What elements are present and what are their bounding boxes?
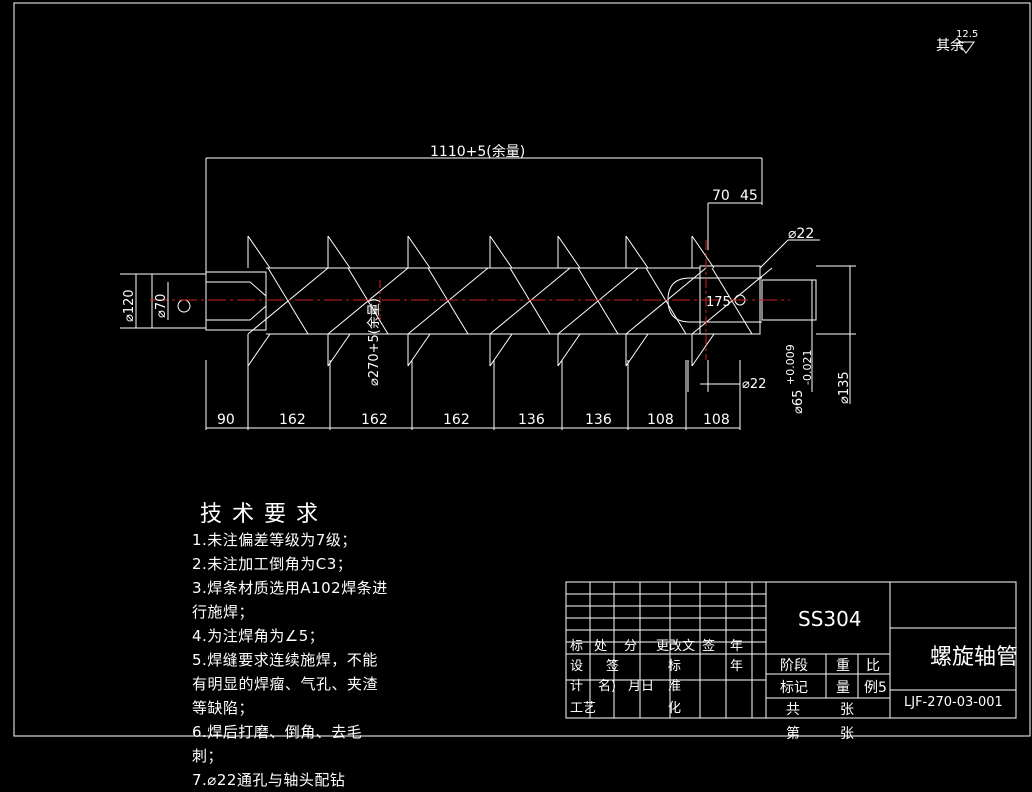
drawing-number: LJF-270-03-001 [904, 695, 1003, 710]
tb-gong: 共 [786, 702, 800, 718]
dim-phi22-top: ⌀22 [788, 226, 814, 242]
segment-dimensions [205, 360, 741, 430]
tb-fen: 分 [624, 639, 637, 654]
flight-diag-1 [347, 267, 389, 335]
tb-she: 设 [570, 659, 583, 674]
tb-li5: 例5 [864, 680, 887, 696]
dim-phi65-tol-dn: -0.021 [801, 350, 814, 385]
tb-zhang2: 张 [840, 726, 854, 742]
flight-diag-6 [711, 267, 753, 335]
tech-line: 1.未注偏差等级为7级； [192, 531, 357, 549]
segment-label-4: 136 [518, 412, 545, 428]
tech-line: 4.为注焊角为∠5； [192, 627, 325, 645]
tech-line: 5.焊缝要求连续施焊，不能有明显的焊瘤、气孔、夹渣等缺陷； [192, 651, 379, 717]
helical-flights [247, 235, 773, 367]
tb-zhun: 准 [668, 679, 681, 694]
segment-label-7: 108 [703, 412, 730, 428]
dim-phi270: ⌀270+5(余量) [366, 298, 382, 386]
flight-diag-4 [577, 267, 619, 335]
tb-yue: 月日 [628, 679, 654, 694]
right-diameter-dims [687, 265, 856, 404]
tech-line: 2.未注加工倒角为C3； [192, 555, 353, 573]
tb-liang: 量 [836, 680, 850, 696]
tb-bili: 比 [866, 658, 880, 674]
segment-label-2: 162 [361, 412, 388, 428]
tb-biao: 标 [570, 639, 583, 654]
tb-jieduan: 阶段 [780, 658, 808, 674]
dim-phi65-tol-up: +0.009 [784, 344, 797, 385]
dim-phi120: ⌀120 [122, 289, 137, 322]
tb-di: 第 [786, 725, 800, 742]
top-small-dims [707, 202, 762, 250]
tech-requirements-title: 技术要求 [200, 502, 329, 527]
segment-label-3: 162 [443, 412, 470, 428]
flight-diag-2 [427, 267, 469, 335]
roughness-symbol: 其余 12.5 [936, 29, 978, 54]
tech-line: 6.焊后打磨、倒角、去毛刺； [192, 723, 363, 765]
tb-qian: 签 [702, 638, 715, 654]
tb-nian: 年 [730, 639, 743, 654]
tb-ji: 计 [570, 679, 583, 694]
main-tube [266, 267, 700, 335]
overall-dimension [205, 157, 763, 282]
tb-qianzi: 签 [606, 658, 619, 674]
dim-45: 45 [740, 188, 758, 204]
tb-chu: 处 [594, 639, 607, 654]
cad-drawing: 其余 12.5 1110+5(余量) 70 45 ⌀22 [13, 2, 1031, 742]
tb-genggai: 更改文 [656, 639, 695, 654]
tb-biaoji: 标记 [780, 680, 808, 696]
roughness-value: 12.5 [956, 29, 978, 40]
title-block [565, 581, 1017, 719]
dim-phi22-bottom: ⌀22 [742, 377, 766, 392]
flight-diag-5 [645, 267, 687, 335]
dim-phi135: ⌀135 [837, 371, 852, 404]
tb-gongyi: 工艺 [570, 701, 596, 716]
dim-phi70: ⌀70 [154, 294, 169, 318]
tb-hua: 化 [668, 701, 681, 716]
segment-label-5: 136 [585, 412, 612, 428]
dim-175: 175 [706, 295, 731, 310]
segment-label-0: 90 [217, 412, 235, 428]
tech-requirements: 1.未注偏差等级为7级； 2.未注加工倒角为C3； 3.焊条材质选用A102焊条进行… [192, 528, 392, 792]
roughness-label: 其余 [936, 37, 964, 54]
left-diameter-dims [135, 274, 169, 328]
tb-zhang1: 张 [840, 702, 854, 718]
dim-phi65: ⌀65 [791, 390, 806, 414]
tb-ming: 名) [598, 678, 616, 694]
tb-zhong: 重 [836, 658, 850, 674]
part-name: 螺旋轴管 [930, 645, 1018, 670]
left-hub [205, 271, 267, 331]
flight-diag-0 [267, 267, 309, 335]
overall-dim-label: 1110+5(余量) [430, 143, 525, 160]
tb-biaozhun: 标 [668, 659, 681, 674]
title-block-grid [566, 582, 766, 718]
flight-diag-3 [509, 267, 551, 335]
dim-70: 70 [712, 188, 730, 204]
tech-line: 3.焊条材质选用A102焊条进行施焊； [192, 579, 388, 621]
segment-label-6: 108 [647, 412, 674, 428]
tb-nianyueri: 年 [730, 659, 743, 674]
outer-frame [13, 2, 1031, 737]
material: SS304 [798, 607, 862, 631]
segment-label-1: 162 [279, 412, 306, 428]
